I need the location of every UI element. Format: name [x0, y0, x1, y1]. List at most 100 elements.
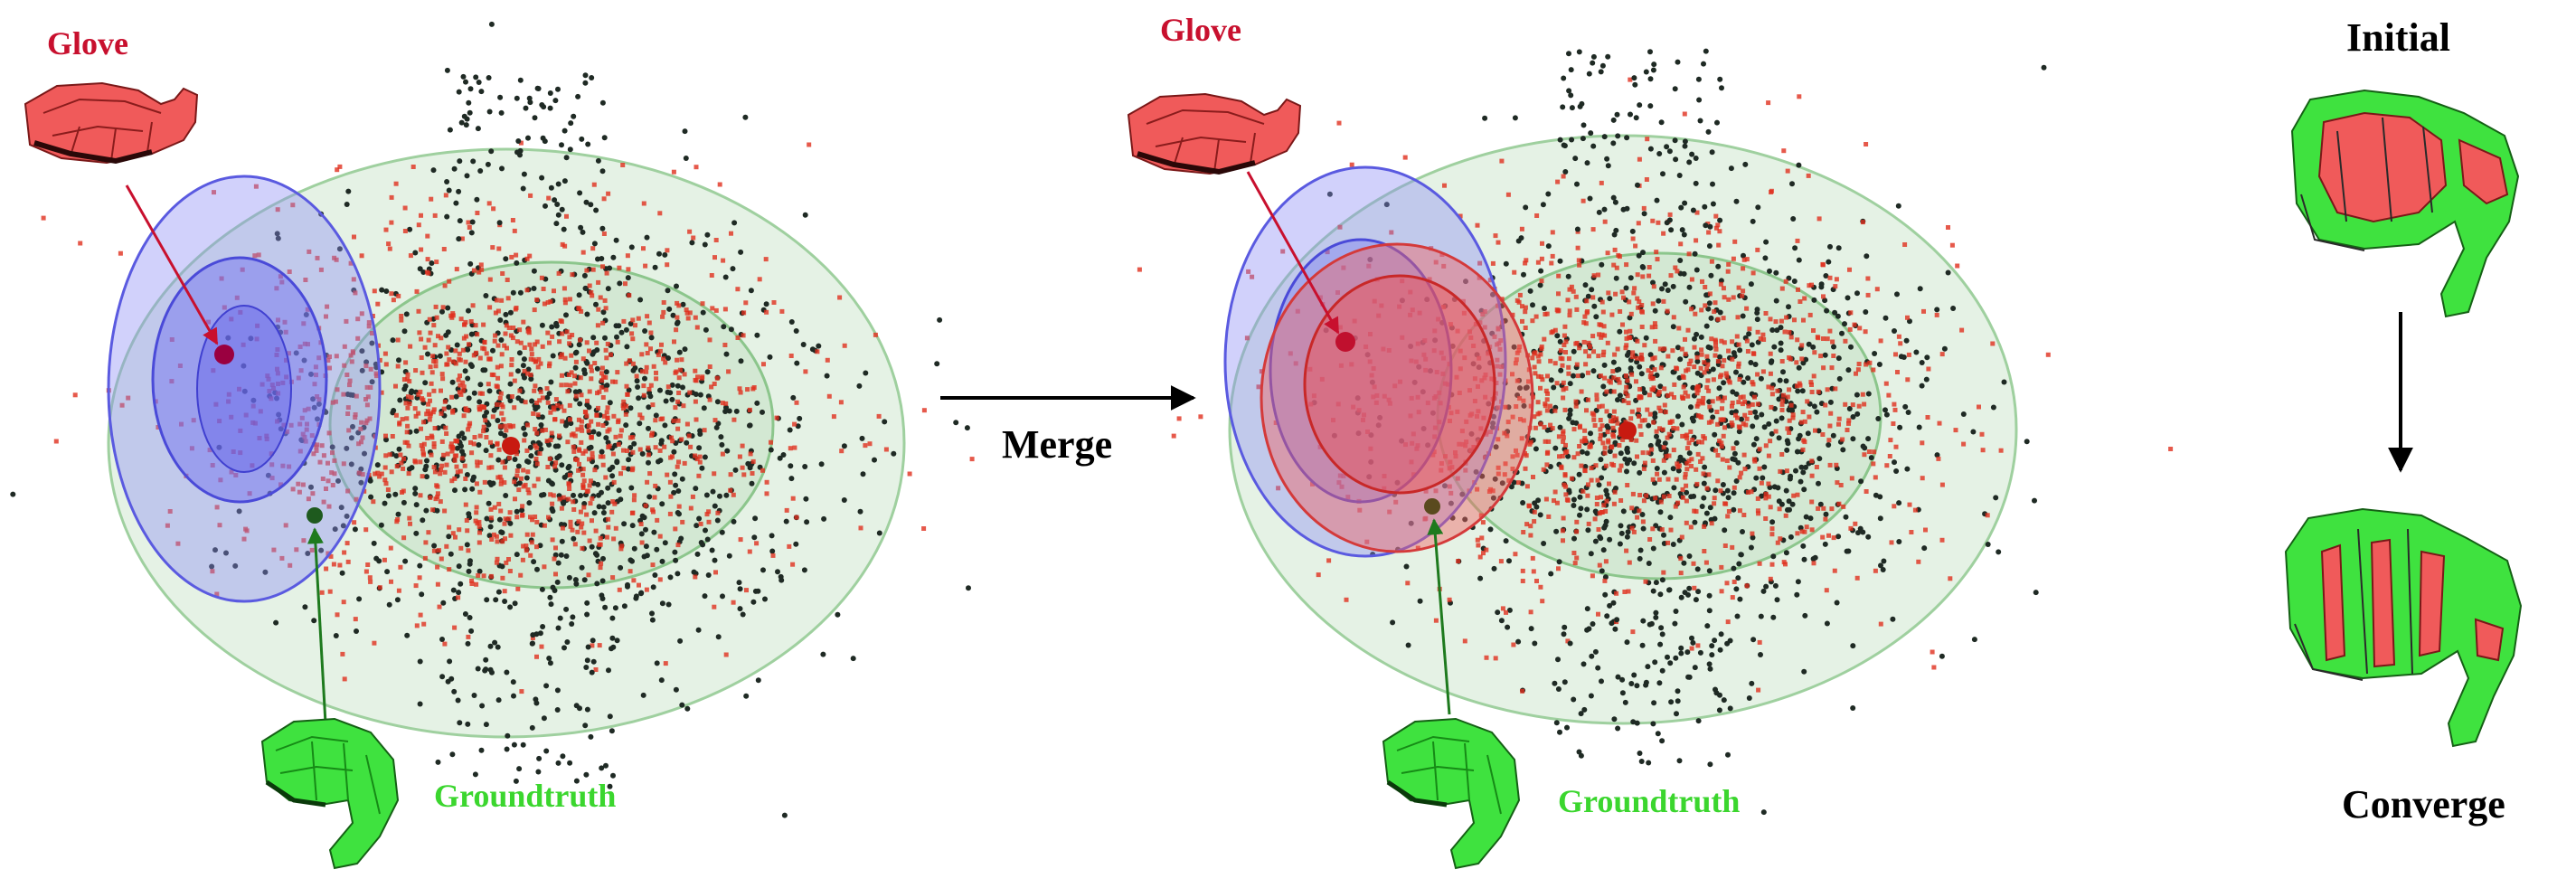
groundtruth-point	[669, 382, 675, 388]
glove-point	[466, 220, 471, 225]
glove-point	[156, 425, 161, 430]
groundtruth-point	[1639, 512, 1646, 517]
groundtruth-point	[1691, 493, 1697, 499]
glove-point	[1781, 560, 1787, 565]
glove-point	[420, 370, 425, 375]
glove-point	[1545, 391, 1550, 396]
glove-point	[1495, 342, 1500, 347]
glove-point	[1586, 340, 1591, 345]
glove-point	[663, 360, 668, 365]
glove-point	[1949, 242, 1955, 248]
groundtruth-point	[788, 319, 795, 325]
groundtruth-point	[517, 289, 524, 296]
glove-point	[1467, 388, 1472, 393]
glove-point	[1757, 447, 1762, 452]
groundtruth-point	[1712, 638, 1718, 644]
glove-point	[351, 277, 356, 282]
groundtruth-point	[503, 256, 509, 262]
glove-point	[1699, 415, 1704, 420]
glove-point	[531, 411, 536, 416]
glove-point	[458, 373, 462, 379]
glove-point	[1530, 355, 1535, 361]
groundtruth-point	[768, 447, 774, 453]
groundtruth-point	[625, 581, 630, 588]
groundtruth-point	[732, 467, 739, 473]
groundtruth-point	[585, 644, 591, 650]
glove-point	[1447, 597, 1452, 602]
glove-point	[747, 407, 752, 412]
groundtruth-point	[680, 384, 685, 391]
glove-point	[519, 689, 524, 694]
groundtruth-point	[476, 442, 482, 448]
groundtruth-point	[1527, 288, 1533, 294]
groundtruth-point	[1576, 749, 1582, 755]
groundtruth-point	[216, 444, 222, 450]
groundtruth-point	[548, 601, 554, 608]
glove-point	[1538, 421, 1543, 427]
groundtruth-point	[1665, 654, 1670, 660]
glove-point	[1498, 338, 1504, 344]
glove-point	[1387, 401, 1392, 406]
glove-point	[368, 385, 373, 390]
groundtruth-point	[723, 351, 730, 357]
glove-point	[1602, 450, 1608, 456]
glove-point	[803, 369, 808, 374]
groundtruth-point	[1562, 169, 1569, 175]
glove-point	[1584, 408, 1589, 413]
glove-point	[1602, 333, 1608, 338]
glove-point	[1561, 435, 1566, 440]
groundtruth-point	[1733, 478, 1740, 484]
glove-point	[537, 451, 543, 456]
glove-point	[1760, 332, 1766, 337]
glove-point	[1463, 468, 1468, 473]
groundtruth-point	[704, 369, 711, 375]
glove-point	[416, 392, 421, 397]
glove-point	[1517, 292, 1523, 298]
groundtruth-point	[486, 75, 492, 80]
glove-point	[1356, 408, 1362, 413]
glove-point	[1642, 460, 1647, 466]
glove-point	[1583, 349, 1589, 354]
groundtruth-point	[1855, 530, 1861, 536]
glove-point	[1714, 225, 1719, 231]
glove-point	[1937, 420, 1942, 426]
glove-point	[226, 392, 231, 397]
glove-point	[1635, 515, 1640, 520]
glove-point	[694, 417, 699, 422]
glove-point	[1865, 292, 1871, 298]
groundtruth-point	[1692, 335, 1697, 342]
groundtruth-point	[1487, 526, 1494, 533]
glove-point	[771, 300, 777, 305]
glove-point	[444, 431, 449, 436]
groundtruth-point	[390, 337, 396, 344]
glove-point	[677, 367, 683, 373]
glove-point	[1448, 459, 1453, 465]
glove-point	[601, 196, 607, 202]
groundtruth-point	[559, 538, 565, 544]
groundtruth-point	[1420, 389, 1426, 395]
groundtruth-point	[1491, 565, 1497, 572]
glove-point	[490, 414, 495, 420]
glove-point	[474, 510, 479, 515]
glove-point	[324, 487, 328, 491]
groundtruth-point	[1901, 354, 1907, 360]
glove-point	[512, 228, 517, 233]
groundtruth-point	[561, 474, 568, 480]
glove-point	[1517, 396, 1523, 401]
glove-point	[364, 402, 370, 408]
glove-point	[438, 499, 443, 505]
glove-point	[398, 564, 403, 570]
groundtruth-point	[1701, 61, 1706, 67]
glove-point	[1763, 311, 1769, 316]
groundtruth-point	[465, 721, 471, 727]
glove-point	[276, 317, 280, 323]
glove-point	[495, 440, 500, 446]
glove-point	[1463, 443, 1468, 449]
groundtruth-point	[1830, 432, 1836, 439]
groundtruth-point	[1730, 389, 1736, 395]
groundtruth-point	[599, 592, 605, 599]
glove-point	[1634, 438, 1639, 443]
glove-point	[1405, 581, 1411, 586]
glove-point	[688, 505, 694, 511]
glove-point	[626, 267, 631, 272]
